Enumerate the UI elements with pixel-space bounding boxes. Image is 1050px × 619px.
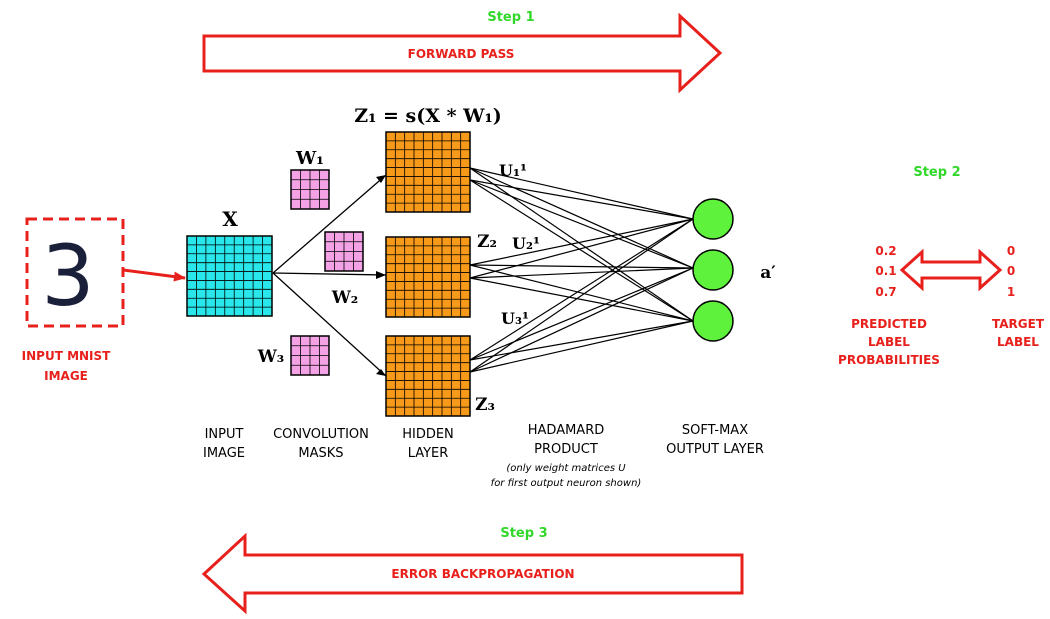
z1-equation: Z₁ = s(X * W₁): [354, 105, 502, 127]
a-label: a′: [760, 263, 776, 283]
caption-hadamard-note-1: (only weight matrices U: [506, 463, 626, 474]
step3-label: Step 3: [500, 526, 547, 541]
caption-hidden-layer-1: HIDDEN: [402, 427, 454, 442]
target-value-3: 1: [1007, 285, 1015, 299]
input-mnist-image: 3: [25, 217, 125, 328]
caption-hidden-layer-2: LAYER: [408, 446, 449, 461]
step2-label: Step 2: [913, 165, 960, 180]
predicted-value-3: 0.7: [875, 285, 896, 299]
forward-pass-arrow: FORWARD PASS: [202, 12, 723, 94]
u2-label: U₂¹: [512, 234, 540, 253]
mask-w1-grid: [290, 169, 330, 210]
caption-conv-masks-1: CONVOLUTION: [273, 427, 369, 442]
compare-double-arrow: [899, 248, 1003, 292]
target-label-2: LABEL: [997, 335, 1039, 349]
mask-w2-grid: [324, 231, 364, 272]
u3-label: U₃¹: [501, 309, 529, 328]
step1-label: Step 1: [487, 10, 534, 25]
predicted-probabilities: 0.2 0.1 0.7: [875, 244, 896, 299]
z3-label: Z₃: [475, 395, 495, 415]
predicted-value-1: 0.2: [875, 244, 896, 258]
mask-w3-grid: [290, 335, 330, 376]
predicted-value-2: 0.1: [875, 264, 896, 278]
hidden-z2-grid: [385, 236, 471, 318]
w3-label: W₃: [257, 347, 285, 367]
predicted-label-3: PROBABILITIES: [838, 353, 940, 367]
caption-softmax-1: SOFT-MAX: [682, 423, 748, 438]
caption-conv-masks-2: MASKS: [298, 446, 343, 461]
caption-input-image-1: INPUT: [205, 427, 244, 442]
input-to-grid-arrow: [122, 268, 186, 282]
caption-hadamard-note-2: for first output neuron shown): [491, 478, 642, 489]
z2-label: Z₂: [477, 232, 497, 252]
hidden-z1-grid: [385, 131, 471, 213]
hadamard-connections: [469, 167, 694, 373]
target-label-1: TARGET: [992, 317, 1045, 331]
target-labels: 0 0 1: [1007, 244, 1015, 299]
caption-hadamard-2: PRODUCT: [534, 442, 598, 457]
u1-label: U₁¹: [499, 161, 527, 180]
caption-input-image-2: IMAGE: [203, 446, 245, 461]
input-mnist-label-line2: IMAGE: [44, 369, 88, 383]
caption-hadamard-1: HADAMARD: [528, 423, 605, 438]
backpropagation-label: ERROR BACKPROPAGATION: [391, 567, 574, 581]
input-image-grid: [186, 235, 273, 317]
predicted-label-1: PREDICTED: [851, 317, 927, 331]
backpropagation-arrow: ERROR BACKPROPAGATION: [201, 532, 744, 615]
output-neuron-1: [692, 198, 734, 240]
input-mnist-label-line1: INPUT MNIST: [22, 349, 112, 363]
w2-label: W₂: [331, 288, 359, 308]
predicted-label-2: LABEL: [868, 335, 910, 349]
x-label: X: [222, 207, 238, 231]
conv-arrows: [272, 174, 387, 377]
target-value-2: 0: [1007, 264, 1015, 278]
caption-softmax-2: OUTPUT LAYER: [666, 442, 764, 457]
w1-label: W₁: [295, 148, 324, 169]
output-neuron-3: [692, 300, 734, 342]
input-digit: 3: [41, 227, 94, 325]
softmax-output-neurons: [692, 198, 734, 342]
hidden-z3-grid: [385, 335, 471, 417]
output-neuron-2: [692, 249, 734, 291]
target-value-1: 0: [1007, 244, 1015, 258]
forward-pass-label: FORWARD PASS: [408, 47, 515, 61]
